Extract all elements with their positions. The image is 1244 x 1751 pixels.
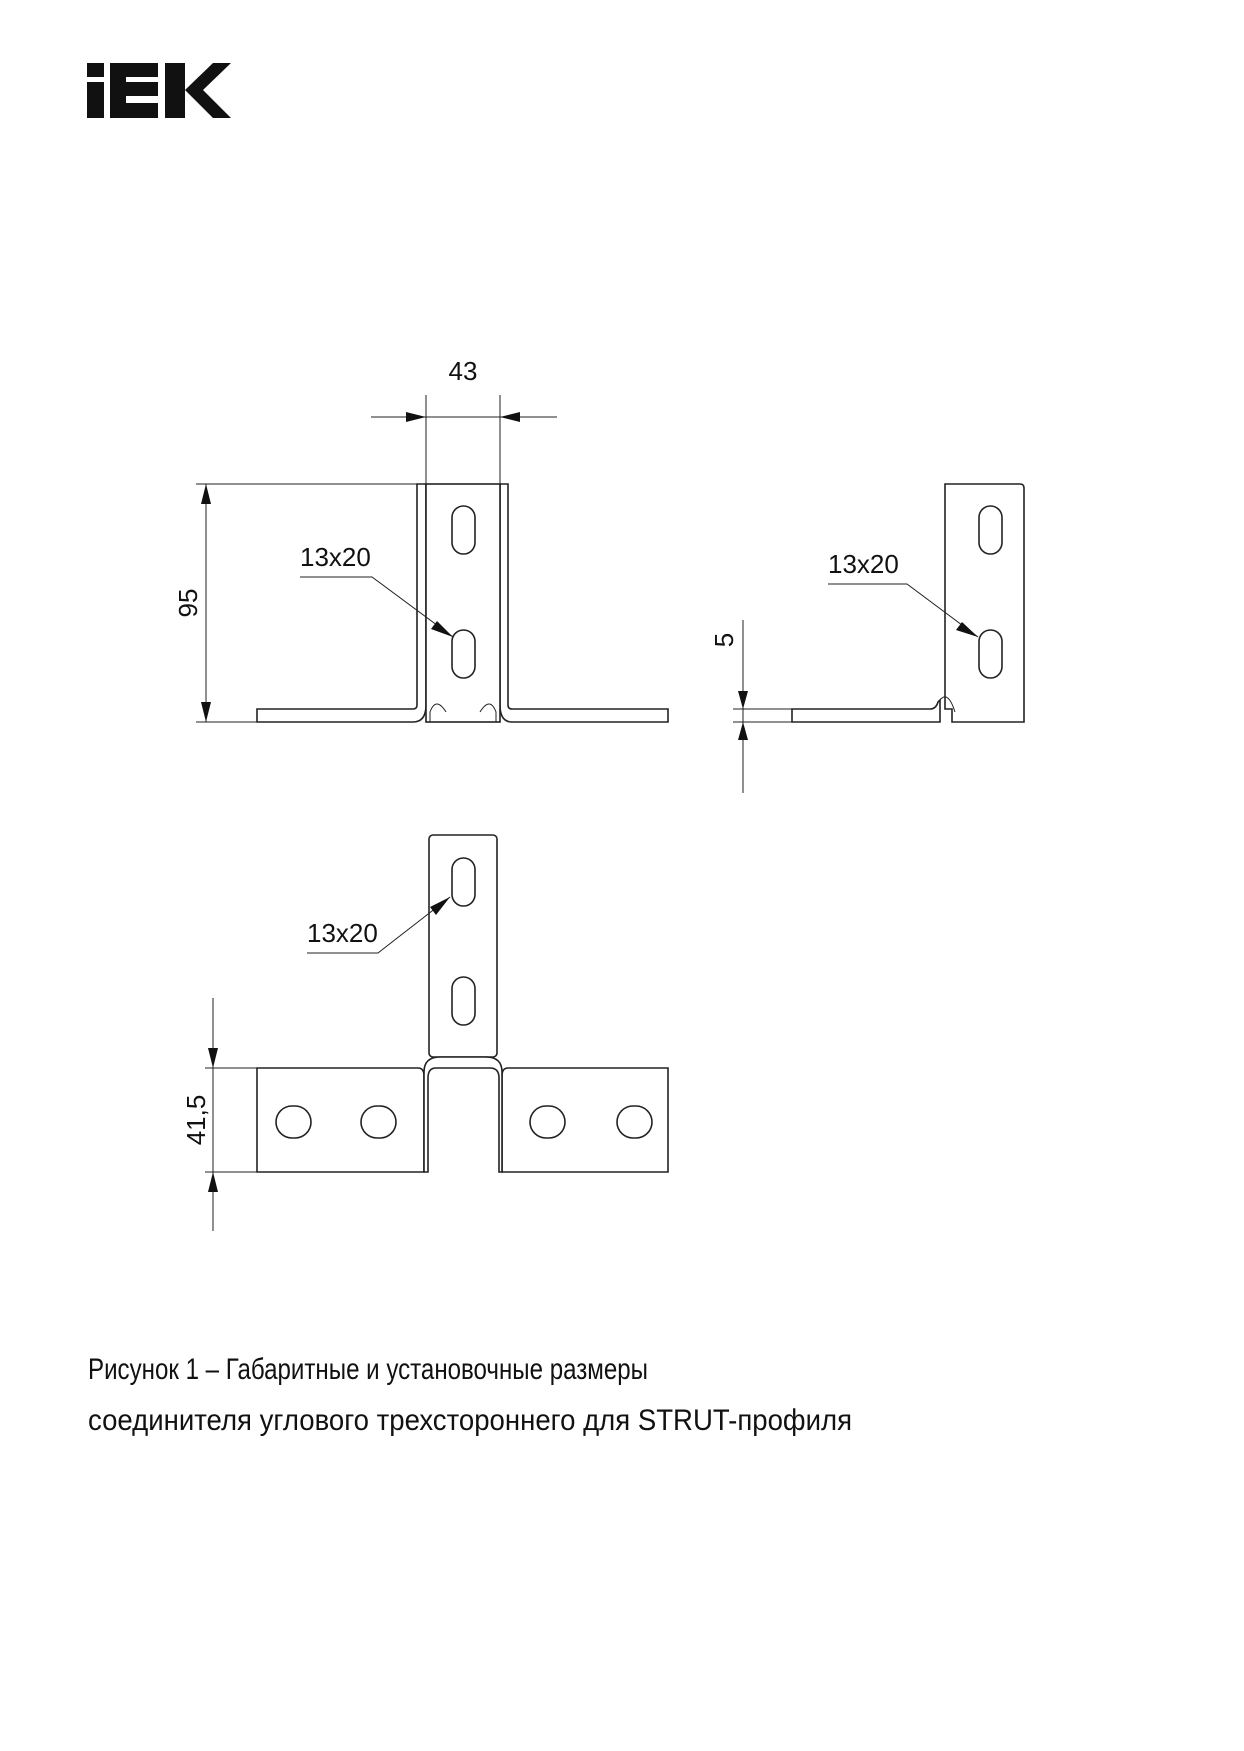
front-view: 43 95 13x20 <box>173 356 669 723</box>
width-dimension: 43 <box>449 356 478 386</box>
slot-hole <box>360 1105 397 1139</box>
depth-dimension: 41,5 <box>181 1095 211 1146</box>
slot-hole <box>451 976 476 1026</box>
side-view: 5 13x20 <box>709 483 1025 793</box>
iek-logo <box>87 63 231 118</box>
height-dimension: 95 <box>173 589 203 618</box>
slot-hole <box>451 629 476 679</box>
hole-size-label: 13x20 <box>300 542 371 572</box>
slot-hole <box>616 1105 653 1139</box>
slot-hole <box>529 1105 566 1139</box>
hole-size-label: 13x20 <box>828 549 899 579</box>
hole-size-label: 13x20 <box>307 918 378 948</box>
thickness-dimension: 5 <box>709 633 739 647</box>
slot-hole <box>451 505 476 555</box>
slot-hole <box>275 1105 312 1139</box>
figure-caption-line-1: Рисунок 1 – Габаритные и установочные ра… <box>88 1353 648 1386</box>
figure-caption-line-2: соединителя углового трехстороннего для … <box>88 1404 852 1437</box>
slot-hole <box>451 857 476 907</box>
top-view: 41,5 13x20 <box>181 834 669 1231</box>
slot-hole <box>978 629 1003 679</box>
slot-hole <box>978 505 1003 555</box>
